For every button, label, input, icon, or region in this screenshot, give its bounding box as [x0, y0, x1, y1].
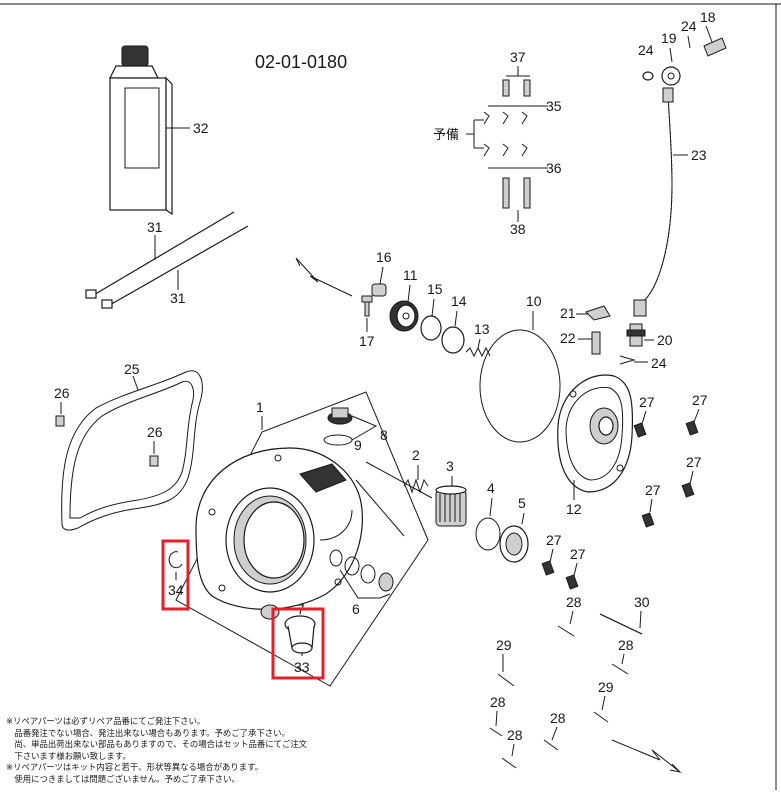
callout-29-a: 29 — [496, 637, 512, 653]
repair-parts-notes: ※リペアパーツは必ずリペア品番にてご発注下さい。 品番発注でない場合、発注出来な… — [6, 716, 426, 786]
spring-13-part[interactable] — [465, 346, 491, 358]
callout-37: 37 — [510, 49, 526, 65]
callout-17: 17 — [359, 333, 375, 349]
callout-14: 14 — [451, 293, 467, 309]
oil-bottle-part[interactable] — [109, 45, 173, 216]
hose-fitting-part[interactable] — [626, 323, 646, 347]
callout-9: 9 — [354, 437, 362, 453]
callout-26-left: 26 — [54, 385, 70, 401]
highlight-box-34 — [161, 539, 190, 611]
spare-label: 予備 — [433, 127, 459, 143]
callout-36: 36 — [546, 160, 562, 176]
callout-31-upper: 31 — [147, 219, 163, 235]
bolt-29-part[interactable] — [497, 673, 609, 723]
callout-28-b: 28 — [618, 637, 634, 653]
dowel-26a-part[interactable] — [55, 415, 65, 427]
note-line: 品番発注でない場合、発注出来ない場合もあります。予めご了承下さい。 — [6, 727, 290, 738]
note-line: ※リペアパーツは必ずリペア品番にてご発注下さい。 — [6, 716, 206, 726]
highlight-box-33 — [271, 607, 325, 680]
ring-14-part[interactable] — [441, 326, 465, 354]
rotor-cover-12-part[interactable] — [557, 374, 634, 493]
oil-filter-3-part[interactable] — [435, 485, 467, 527]
note-line: ※リペアパーツはキット内容と若干、形状等異なる場合があります。 — [6, 762, 264, 773]
callout-29-b: 29 — [598, 679, 614, 695]
callout-19: 19 — [661, 30, 677, 46]
callout-22: 22 — [560, 330, 576, 346]
bolt-30-part[interactable] — [599, 613, 643, 635]
o-ring-8-part[interactable] — [323, 434, 353, 446]
cap-9-part[interactable] — [327, 407, 353, 425]
callout-1: 1 — [256, 399, 264, 415]
callout-27-e: 27 — [546, 532, 562, 548]
callout-28-d: 28 — [507, 727, 523, 743]
o-ring-10-part[interactable] — [479, 329, 561, 443]
callout-4: 4 — [487, 480, 495, 496]
oil-hose-part[interactable] — [633, 87, 674, 317]
callout-34: 34 — [168, 582, 184, 598]
filter-cover-5-part[interactable] — [499, 525, 529, 563]
spring-2-part[interactable] — [403, 478, 429, 494]
callout-3: 3 — [446, 458, 454, 474]
callout-27-d: 27 — [645, 482, 661, 498]
callout-15: 15 — [427, 281, 443, 297]
callout-25: 25 — [124, 361, 140, 377]
callout-10: 10 — [526, 293, 542, 309]
callout-27-f: 27 — [570, 546, 586, 562]
callout-24-left: 24 — [638, 42, 654, 58]
diagram-code: 02-01-0180 — [255, 52, 347, 72]
callout-35: 35 — [546, 98, 562, 114]
callout-24-top: 24 — [681, 18, 697, 34]
bolt-28-part[interactable] — [489, 625, 629, 769]
collar-33-part[interactable] — [284, 615, 316, 654]
banjo-bolt-part[interactable] — [703, 37, 727, 57]
gasket-25-part[interactable] — [61, 370, 203, 531]
o-ring-4-part[interactable] — [475, 517, 501, 551]
dowel-26b-part[interactable] — [149, 455, 159, 467]
callout-8: 8 — [380, 427, 388, 443]
bolt-27-part[interactable] — [541, 420, 699, 590]
callout-6: 6 — [352, 601, 360, 617]
callout-2: 2 — [412, 447, 420, 463]
pin-set-part[interactable] — [483, 79, 548, 209]
callout-13: 13 — [474, 321, 490, 337]
callout-5: 5 — [518, 495, 526, 511]
callout-26-right: 26 — [147, 424, 163, 440]
circlip-34-part[interactable] — [168, 551, 183, 569]
fitting-22-part[interactable] — [591, 331, 601, 355]
callout-12: 12 — [566, 501, 582, 517]
callout-27-b: 27 — [692, 392, 708, 408]
callout-18: 18 — [700, 9, 716, 25]
callout-23: 23 — [691, 147, 707, 163]
callout-20: 20 — [657, 332, 673, 348]
cap-16-part[interactable] — [371, 283, 387, 297]
callout-24-mid: 24 — [651, 355, 667, 371]
callout-32: 32 — [193, 120, 209, 136]
callout-21: 21 — [560, 305, 576, 321]
callout-11: 11 — [403, 267, 418, 283]
callout-16: 16 — [376, 249, 392, 265]
note-line: 使用につきましては問題ございません。予めご了承下さい。 — [6, 773, 240, 784]
washer-6-part[interactable] — [329, 549, 394, 592]
callout-28-c: 28 — [490, 694, 506, 710]
callout-38: 38 — [510, 221, 526, 237]
banjo-fitting-part[interactable] — [661, 66, 681, 86]
note-line: 尚、単品出荷出来ない部品もありますので、その場合はセット品番にてご注文 — [6, 739, 308, 750]
callout-28-e: 28 — [550, 710, 566, 726]
note-line: 下さいます様お願い致します。 — [6, 750, 131, 761]
callout-28-a: 28 — [566, 594, 582, 610]
o-ring-15-part[interactable] — [420, 315, 442, 341]
callout-27-c: 27 — [686, 454, 702, 470]
callout-30: 30 — [634, 594, 650, 610]
cable-tie-part[interactable] — [85, 211, 249, 309]
case-cover-1-part[interactable] — [195, 447, 363, 610]
washer-7-part[interactable] — [260, 604, 280, 620]
callout-33: 33 — [294, 659, 310, 675]
callout-27-a: 27 — [639, 394, 655, 410]
clip-part[interactable] — [585, 305, 611, 321]
screw-17-part[interactable] — [361, 295, 373, 317]
gear-11-part[interactable] — [389, 300, 419, 332]
callout-31-lower: 31 — [170, 290, 186, 306]
